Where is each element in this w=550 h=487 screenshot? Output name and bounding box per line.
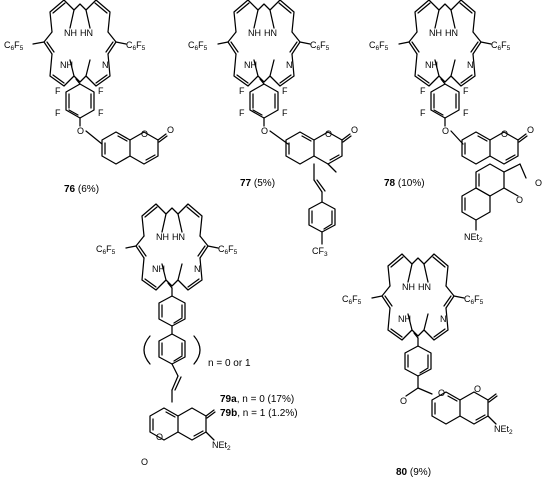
svg-text:O: O	[141, 129, 148, 139]
svg-text:O: O	[400, 396, 407, 406]
svg-text:O: O	[527, 125, 534, 135]
svg-text:NH: NH	[248, 28, 261, 38]
compound-76-label: 76 (6%)	[64, 184, 99, 195]
compound-77	[217, 0, 352, 245]
svg-text:O: O	[501, 129, 508, 139]
compound-80	[371, 253, 498, 425]
compound-79a-label: 79a, n = 0 (17%)	[220, 394, 294, 405]
c6f5-labels: C6F5 C6F5 C6F5 C6F5 C6F5 C6F5 C6F5 C6F5 …	[4, 40, 511, 306]
svg-text:F: F	[239, 108, 245, 118]
svg-text:F: F	[98, 108, 104, 118]
compound-79-n-note: n = 0 or 1	[208, 358, 251, 369]
svg-text:F: F	[463, 86, 469, 96]
svg-text:N: N	[194, 264, 201, 274]
svg-text:NEt2: NEt2	[494, 424, 513, 436]
svg-text:F: F	[98, 86, 104, 96]
svg-text:O: O	[325, 129, 332, 139]
svg-text:C6F5: C6F5	[369, 40, 389, 52]
svg-text:N: N	[286, 60, 293, 70]
svg-text:NEt2: NEt2	[212, 440, 231, 452]
svg-text:F: F	[55, 108, 61, 118]
svg-text:O: O	[516, 195, 523, 205]
svg-text:NH: NH	[60, 60, 73, 70]
svg-text:NH: NH	[244, 60, 257, 70]
compound-77-label: 77 (5%)	[240, 178, 275, 189]
svg-text:HN: HN	[445, 28, 458, 38]
svg-text:O: O	[535, 178, 542, 188]
svg-text:F: F	[282, 108, 288, 118]
svg-text:C6F5: C6F5	[96, 244, 116, 256]
svg-text:N: N	[102, 60, 109, 70]
diethylamino-labels: NEt2 NEt2 NEt2	[212, 232, 513, 452]
svg-text:N: N	[467, 60, 474, 70]
svg-text:F: F	[420, 108, 426, 118]
svg-text:O: O	[438, 388, 445, 398]
compound-79b-label: 79b, n = 1 (1.2%)	[220, 408, 298, 419]
compound-78-label: 78 (10%)	[384, 178, 425, 189]
svg-text:C6F5: C6F5	[310, 40, 330, 52]
svg-text:O: O	[167, 125, 174, 135]
svg-text:HN: HN	[80, 28, 93, 38]
svg-text:C6F5: C6F5	[218, 244, 238, 256]
svg-text:HN: HN	[172, 232, 185, 242]
svg-text:O: O	[351, 125, 358, 135]
svg-text:O: O	[261, 126, 268, 136]
svg-text:NH: NH	[402, 282, 415, 292]
fluorine-labels: F F F F F F F F F F F F	[55, 86, 469, 118]
svg-text:NH: NH	[64, 28, 77, 38]
oxygen-labels: O O O O O O O O O O O O O O O O	[77, 125, 542, 467]
svg-text:C6F5: C6F5	[188, 40, 208, 52]
svg-text:NH: NH	[152, 264, 165, 274]
svg-text:F: F	[420, 86, 426, 96]
compound-80-label: 80 (9%)	[396, 467, 431, 478]
svg-text:NH: NH	[156, 232, 169, 242]
trifluoromethyl-label: CF3	[312, 246, 328, 258]
svg-text:O: O	[77, 126, 84, 136]
svg-text:O: O	[474, 384, 481, 394]
svg-text:NEt2: NEt2	[464, 232, 483, 244]
svg-text:C6F5: C6F5	[4, 40, 24, 52]
svg-text:O: O	[141, 457, 148, 467]
svg-text:C6F5: C6F5	[126, 40, 146, 52]
svg-text:F: F	[282, 86, 288, 96]
svg-text:HN: HN	[264, 28, 277, 38]
svg-text:NH: NH	[398, 314, 411, 324]
compound-76	[32, 0, 168, 165]
compound-79	[125, 203, 219, 441]
svg-text:NH: NH	[429, 28, 442, 38]
svg-text:C6F5: C6F5	[464, 294, 484, 306]
svg-text:O: O	[156, 432, 163, 442]
svg-text:F: F	[55, 86, 61, 96]
svg-text:C6F5: C6F5	[491, 40, 511, 52]
svg-text:N: N	[440, 314, 447, 324]
svg-text:F: F	[463, 108, 469, 118]
compound-78	[398, 0, 528, 231]
svg-text:HN: HN	[418, 282, 431, 292]
svg-text:C6F5: C6F5	[342, 294, 362, 306]
svg-text:F: F	[239, 86, 245, 96]
svg-text:O: O	[442, 126, 449, 136]
svg-text:NH: NH	[425, 60, 438, 70]
inner-nitrogen-labels: NH HN NH N NH HN NH N NH HN NH N NH HN N…	[60, 28, 474, 324]
